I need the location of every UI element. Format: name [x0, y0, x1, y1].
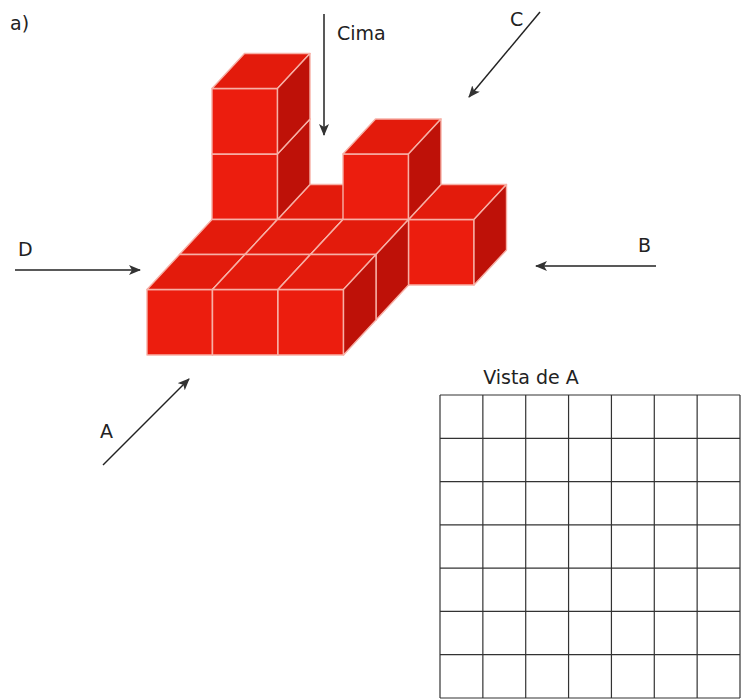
- part-label: a): [10, 12, 29, 35]
- grid-title: Vista de A: [483, 366, 579, 389]
- view-b-arrow: [536, 265, 656, 267]
- cube-front-face: [409, 220, 475, 286]
- grid-line: [440, 394, 740, 395]
- grid-line: [739, 395, 740, 698]
- grid-line: [440, 524, 740, 525]
- cube-side-face: [278, 54, 311, 155]
- cube-front-face: [213, 290, 279, 356]
- grid-line: [697, 395, 698, 698]
- direction-label: Cima: [337, 22, 386, 45]
- view-c-arrow: [469, 12, 540, 97]
- cube-front-face: [343, 154, 409, 220]
- direction-label: C: [510, 8, 523, 31]
- cube-side-face: [409, 119, 442, 220]
- grid-line: [440, 611, 740, 612]
- cube-stack: [147, 54, 507, 356]
- grid-line: [482, 395, 483, 698]
- grid-line: [440, 654, 740, 655]
- grid-line: [439, 395, 440, 698]
- cube-side-face: [376, 220, 409, 321]
- grid-line: [440, 481, 740, 482]
- cube-front-face: [278, 290, 344, 356]
- cube-front-face: [212, 89, 278, 155]
- cube-side-face: [344, 255, 377, 356]
- direction-label: A: [100, 420, 113, 443]
- grid-line: [440, 697, 740, 698]
- view-arrows: [15, 12, 656, 465]
- grid-line: [654, 395, 655, 698]
- cube-front-face: [147, 290, 213, 356]
- answer-grid: [440, 395, 740, 698]
- cube-front-face: [212, 154, 278, 220]
- direction-label: B: [638, 234, 651, 257]
- cube-side-face: [474, 185, 507, 286]
- view-d-arrow: [15, 269, 140, 271]
- grid-line: [440, 438, 740, 439]
- grid-line: [568, 395, 569, 698]
- grid-line: [525, 395, 526, 698]
- top-arrow: [323, 14, 325, 135]
- direction-label: D: [18, 238, 33, 261]
- grid-line: [611, 395, 612, 698]
- view-a-arrow: [103, 379, 189, 465]
- grid-line: [440, 568, 740, 569]
